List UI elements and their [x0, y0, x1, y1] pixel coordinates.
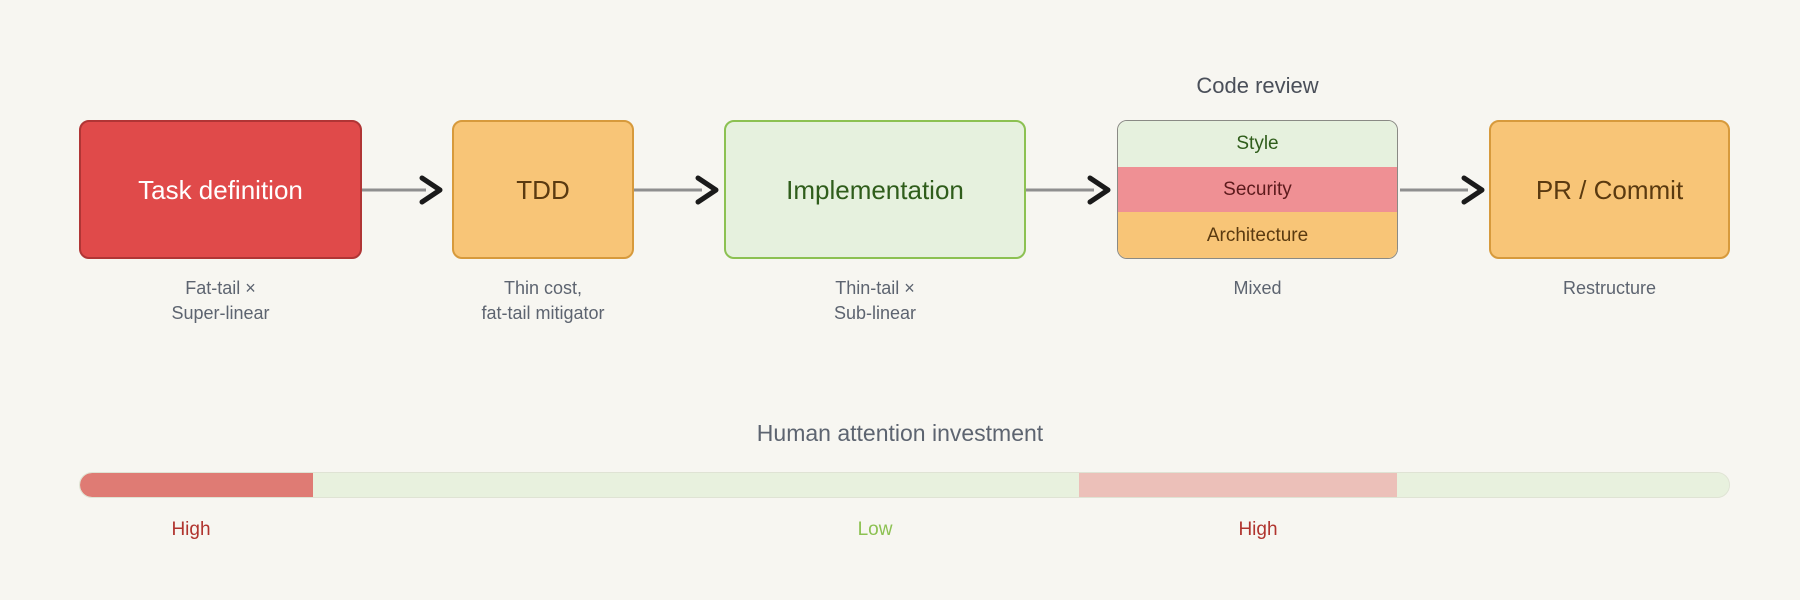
code-review-row-architecture[interactable]: Architecture: [1118, 212, 1397, 258]
code-review-row-security[interactable]: Security: [1118, 166, 1397, 213]
arrow-task-to-tdd: [358, 175, 443, 205]
node-caption-code-review: Mixed: [1233, 278, 1282, 298]
attention-segment-tail[interactable]: [1397, 473, 1729, 497]
node-label-task-definition: Task definition: [138, 174, 303, 205]
node-caption-pr-commit: Restructure: [1562, 278, 1657, 298]
node-label-pr-commit: PR / Commit: [1535, 174, 1684, 205]
node-box-tdd[interactable]: TDD: [452, 120, 634, 259]
node-box-implementation[interactable]: Implementation: [724, 120, 1026, 259]
arrow-implementation-to-code-review: [1026, 175, 1111, 205]
node-caption-implementation: Thin-tail × Sub-linear: [833, 278, 917, 323]
node-box-task-definition[interactable]: Task definition: [79, 120, 362, 259]
workflow-flow: Task definition Fat-tail × Super-linear …: [79, 73, 1730, 323]
attention-segment-task[interactable]: [80, 473, 313, 497]
attention-bar-track[interactable]: [79, 472, 1730, 498]
node-label-tdd: TDD: [516, 174, 570, 205]
node-box-code-review[interactable]: Style Security Architecture: [1117, 120, 1398, 259]
arrow-code-review-to-pr-commit: [1400, 175, 1485, 205]
attention-segment-middle[interactable]: [312, 473, 1079, 497]
node-box-pr-commit[interactable]: PR / Commit: [1489, 120, 1730, 259]
node-title-code-review: Code review: [1196, 73, 1319, 98]
attention-label-low-middle: Low: [857, 519, 893, 540]
node-caption-task-definition: Fat-tail × Super-linear: [171, 278, 270, 323]
node-label-implementation: Implementation: [786, 174, 964, 205]
code-review-row-label-architecture: Architecture: [1206, 224, 1309, 246]
attention-label-high-task: High: [171, 519, 211, 540]
code-review-row-label-security: Security: [1223, 179, 1292, 200]
arrow-tdd-to-implementation: [634, 175, 719, 205]
attention-label-high-code-review: High: [1238, 519, 1278, 540]
attention-title: Human attention investment: [756, 420, 1044, 446]
code-review-row-label-style: Style: [1236, 133, 1279, 155]
attention-segment-code-review[interactable]: [1078, 473, 1398, 497]
code-review-row-style[interactable]: Style: [1118, 121, 1397, 167]
node-caption-tdd: Thin cost, fat-tail mitigator: [481, 278, 605, 323]
